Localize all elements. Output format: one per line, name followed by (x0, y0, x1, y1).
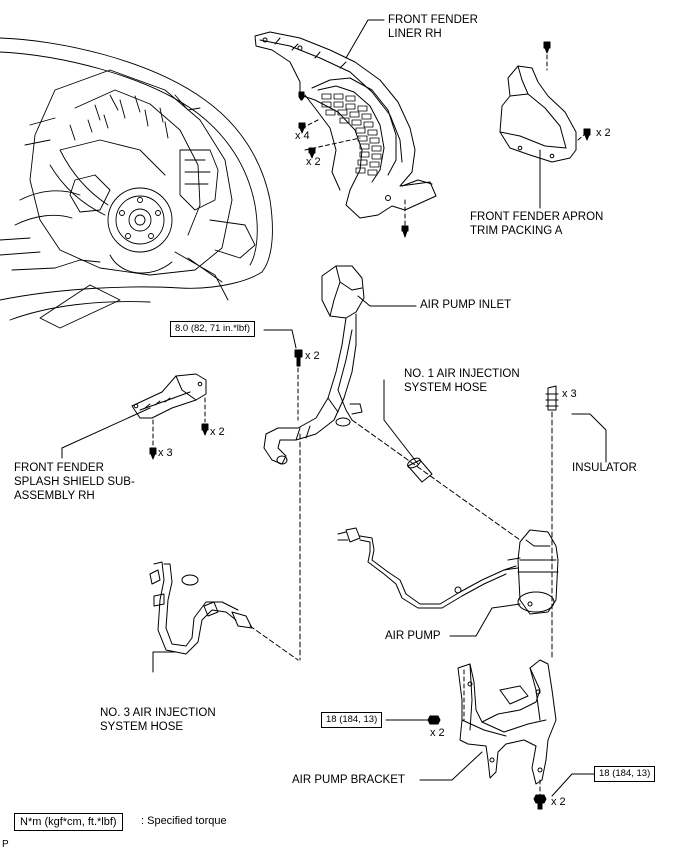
no1-hose-label-line1: NO. 1 AIR INJECTION (404, 368, 520, 380)
air-pump-inlet-drawing (263, 265, 365, 465)
shield-qty-x3: x 3 (158, 447, 173, 459)
shield-clips (149, 423, 209, 460)
no1-hose-label: NO. 1 AIR INJECTION SYSTEM HOSE (404, 367, 520, 395)
no3-hose-drawing (149, 561, 253, 655)
inlet-qty-x2: x 2 (305, 350, 320, 362)
insulator-qty-x3: x 3 (562, 388, 577, 400)
splash-shield-label-line1: FRONT FENDER (14, 462, 104, 474)
apron-packing-label: FRONT FENDER APRON TRIM PACKING A (470, 210, 603, 238)
insulator-label: INSULATOR (572, 462, 637, 474)
liner-dash-2 (301, 119, 319, 129)
bracket-bolt-qty-x2: x 2 (551, 796, 566, 808)
apron-packing-drawing (499, 65, 577, 163)
corner-mark: P (2, 839, 9, 850)
liner-dash-1 (304, 137, 361, 151)
liner-qty-x2: x 2 (306, 156, 321, 168)
air-pump-bracket-label: AIR PUMP BRACKET (292, 774, 405, 786)
apron-dash-2 (577, 133, 586, 141)
fender-liner-label-line1: FRONT FENDER (388, 14, 478, 26)
apron-packing-label-line2: TRIM PACKING A (470, 225, 563, 237)
insulator-drawing (545, 385, 559, 411)
no1-hose-drawing (407, 457, 433, 483)
wheel-well-background (0, 37, 273, 329)
bracket-bolt-torque: 18 (184, 13) (594, 766, 656, 782)
inlet-to-pump-dash (351, 419, 521, 541)
liner-qty-x4: x 4 (295, 130, 310, 142)
air-pump-drawing (503, 529, 559, 615)
liner-clips (298, 41, 591, 238)
inlet-bolt-torque: 8.0 (82, 71 in.*lbf) (170, 321, 255, 337)
fender-liner-label-line2: LINER RH (388, 28, 442, 40)
torque-legend-unit-box: N*m (kgf*cm, ft.*lbf) (14, 813, 123, 831)
leader-lines (61, 19, 607, 797)
no3-hose-label: NO. 3 AIR INJECTION SYSTEM HOSE (100, 706, 216, 734)
splash-shield-label: FRONT FENDER SPLASH SHIELD SUB- ASSEMBLY… (14, 461, 135, 503)
splash-shield-drawing (131, 373, 207, 419)
bracket-nut-qty-x2: x 2 (430, 727, 445, 739)
fender-liner-label: FRONT FENDER LINER RH (388, 13, 478, 41)
no3-hose-label-line1: NO. 3 AIR INJECTION (100, 707, 216, 719)
apron-qty-x2: x 2 (596, 127, 611, 139)
inlet-bolt (294, 349, 303, 367)
torque-legend-text: : Specified torque (141, 815, 227, 827)
air-pump-bracket-drawing (457, 659, 557, 785)
bracket-nut-torque: 18 (184, 13) (321, 712, 383, 728)
air-pump-wire (337, 527, 517, 609)
air-pump-inlet-label: AIR PUMP INLET (420, 299, 512, 311)
no3-hose-dash (249, 625, 299, 661)
bracket-fasteners (427, 715, 547, 810)
splash-shield-label-line2: SPLASH SHIELD SUB- (14, 476, 135, 488)
no3-hose-label-line2: SYSTEM HOSE (100, 721, 184, 733)
splash-shield-label-line3: ASSEMBLY RH (14, 490, 95, 502)
no1-hose-label-line2: SYSTEM HOSE (404, 382, 488, 394)
air-pump-label: AIR PUMP (385, 630, 441, 642)
shield-qty-x2: x 2 (210, 426, 225, 438)
apron-packing-label-line1: FRONT FENDER APRON (470, 211, 604, 223)
fender-liner-drawing (254, 31, 437, 219)
